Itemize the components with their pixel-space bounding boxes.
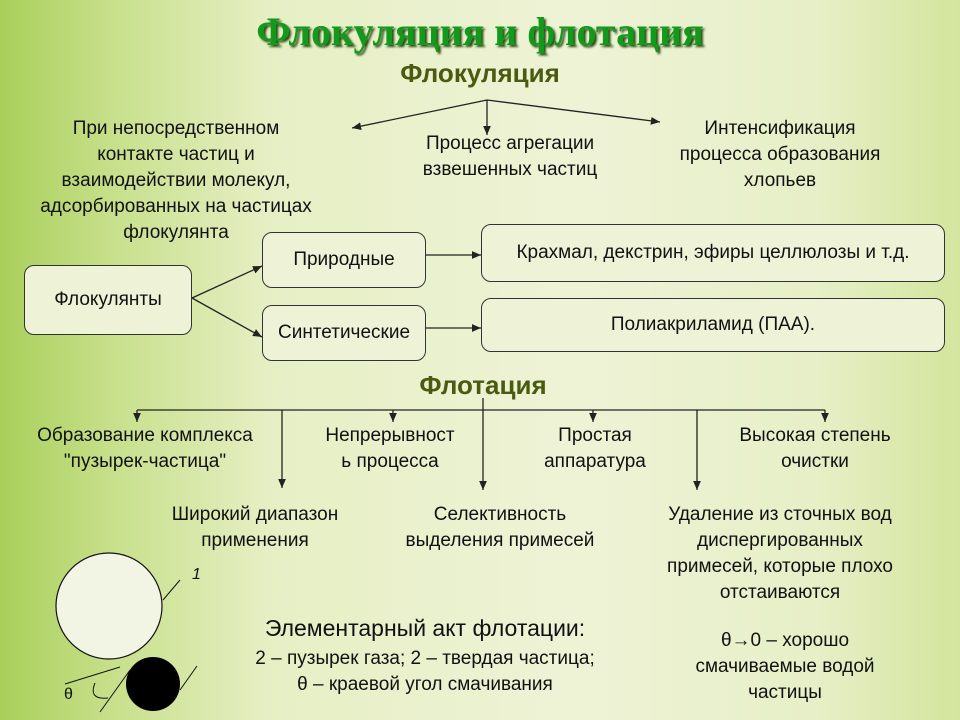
slide-title: Флокуляция и флотация: [256, 9, 704, 54]
flocculation-heading: Флокуляция: [400, 58, 560, 88]
synthetic-examples-box: Полиакриламид (ПАА).: [481, 298, 945, 352]
bubble-label: 1: [192, 566, 201, 583]
flotation-act-title: Элементарный акт флотации:: [264, 615, 586, 641]
natural-box: Природные: [262, 232, 426, 288]
theta-label: θ: [64, 686, 73, 703]
flotation-heading: Флотация: [419, 370, 547, 400]
synthetic-box: Синтетические: [262, 305, 426, 361]
flotation-act-legend: 2 – пузырек газа; 2 – твердая частица;: [255, 648, 595, 669]
flotation-act-legend-angle: θ – краевой угол смачивания: [297, 674, 553, 695]
flotation-feature: Образование комплекса"пузырек-частица": [37, 425, 253, 472]
flotation-diagram: [55, 552, 198, 713]
flocculants-box: Флокулянты: [24, 265, 192, 335]
natural-examples-box: Крахмал, декстрин, эфиры целлюлозы и т.д…: [481, 224, 945, 282]
